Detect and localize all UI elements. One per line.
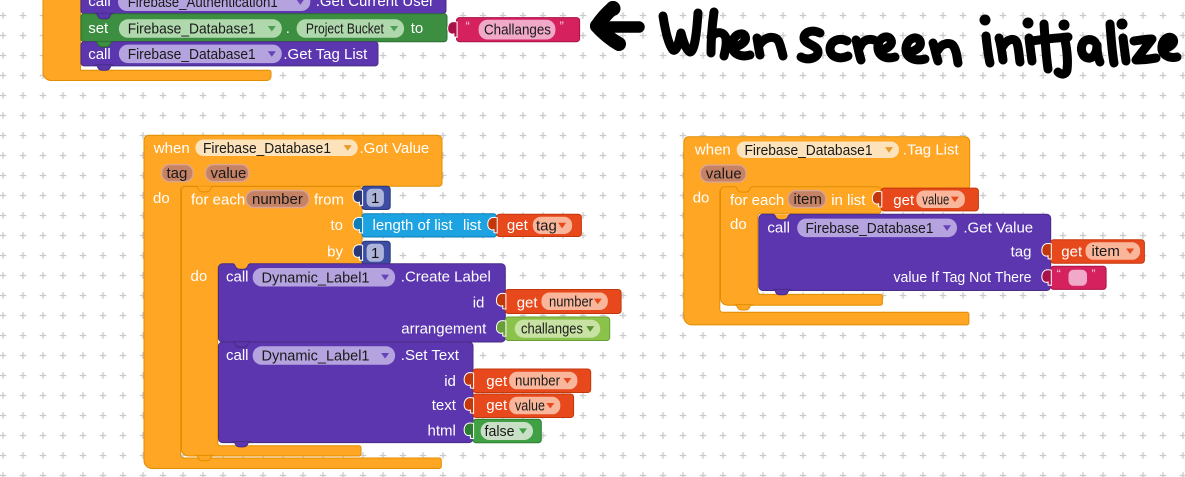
svg-text:Dynamic_Label1: Dynamic_Label1	[262, 269, 370, 286]
svg-text:Firebase_Database1: Firebase_Database1	[128, 21, 256, 38]
svg-text:false: false	[485, 423, 515, 440]
svg-text:Firebase_Database1: Firebase_Database1	[203, 140, 331, 157]
svg-text:when: when	[694, 142, 731, 159]
svg-text:call: call	[226, 347, 249, 364]
svg-text:tag: tag	[1011, 243, 1032, 260]
svg-text:do: do	[730, 216, 747, 233]
svg-text:“: “	[466, 19, 470, 34]
svg-text:get: get	[893, 192, 915, 209]
svg-text:length of list: length of list	[373, 217, 454, 234]
svg-text:from: from	[314, 191, 344, 208]
svg-text:get: get	[486, 397, 508, 414]
svg-text:1: 1	[371, 190, 379, 207]
svg-text:number: number	[252, 191, 303, 208]
svg-text:Firebase_Authentication1: Firebase_Authentication1	[128, 0, 278, 11]
svg-text:tag: tag	[536, 217, 557, 234]
svg-text:.Get Value: .Get Value	[963, 219, 1033, 236]
svg-text:”: ”	[560, 19, 564, 34]
svg-text:html: html	[428, 423, 456, 440]
svg-text:do: do	[693, 190, 710, 207]
svg-text:get: get	[517, 294, 539, 311]
svg-text:get: get	[486, 373, 508, 390]
svg-text:do: do	[191, 268, 208, 285]
svg-text:Firebase_Database1: Firebase_Database1	[806, 220, 934, 237]
svg-text:challanges: challanges	[521, 321, 583, 338]
svg-text:call: call	[767, 219, 790, 236]
svg-text:.Get Current User: .Get Current User	[316, 0, 434, 10]
svg-text:Firebase_Database1: Firebase_Database1	[745, 142, 873, 159]
svg-text:item: item	[794, 191, 822, 208]
svg-text:arrangement: arrangement	[401, 321, 487, 338]
svg-text:for each: for each	[191, 191, 245, 208]
svg-text:value: value	[922, 191, 949, 208]
svg-text:set: set	[88, 20, 109, 37]
svg-text:list: list	[463, 217, 482, 234]
svg-text:value: value	[211, 165, 247, 182]
svg-text:.Got Value: .Got Value	[360, 140, 430, 157]
svg-text:value If Tag Not There: value If Tag Not There	[894, 269, 1032, 286]
svg-text:“: “	[1057, 267, 1061, 281]
svg-text:call: call	[88, 0, 111, 10]
svg-text:tag: tag	[167, 165, 188, 182]
svg-text:value: value	[706, 166, 742, 183]
svg-text:in list: in list	[831, 192, 866, 209]
svg-text:to: to	[330, 217, 343, 234]
svg-text:item: item	[1092, 243, 1120, 260]
svg-text:Dynamic_Label1: Dynamic_Label1	[262, 348, 370, 365]
svg-text:do: do	[153, 190, 170, 207]
svg-text:.Tag List: .Tag List	[903, 142, 960, 159]
svg-text:get: get	[1061, 243, 1083, 260]
svg-text:id: id	[444, 373, 456, 390]
svg-text:number: number	[549, 293, 593, 310]
svg-text:.Create Label: .Create Label	[401, 269, 491, 286]
svg-text:.Get Tag List: .Get Tag List	[283, 46, 368, 63]
svg-text:Challanges: Challanges	[484, 22, 551, 39]
svg-text:value: value	[515, 398, 545, 415]
svg-text:id: id	[473, 294, 485, 311]
svg-text:Project Bucket: Project Bucket	[306, 21, 385, 38]
svg-text:.: .	[286, 20, 290, 37]
svg-text:Firebase_Database1: Firebase_Database1	[128, 46, 256, 63]
svg-text:to: to	[411, 20, 424, 37]
svg-text:text: text	[432, 397, 457, 414]
svg-text:.Set Text: .Set Text	[401, 347, 460, 364]
svg-text:get: get	[507, 217, 529, 234]
svg-text:number: number	[515, 373, 560, 390]
svg-text:by: by	[327, 243, 343, 260]
svg-text:”: ”	[1092, 267, 1096, 281]
svg-text:when: when	[153, 140, 190, 157]
svg-text:1: 1	[371, 245, 379, 262]
svg-text:call: call	[226, 269, 249, 286]
svg-text:for each: for each	[730, 192, 784, 209]
svg-text:call: call	[88, 46, 111, 63]
